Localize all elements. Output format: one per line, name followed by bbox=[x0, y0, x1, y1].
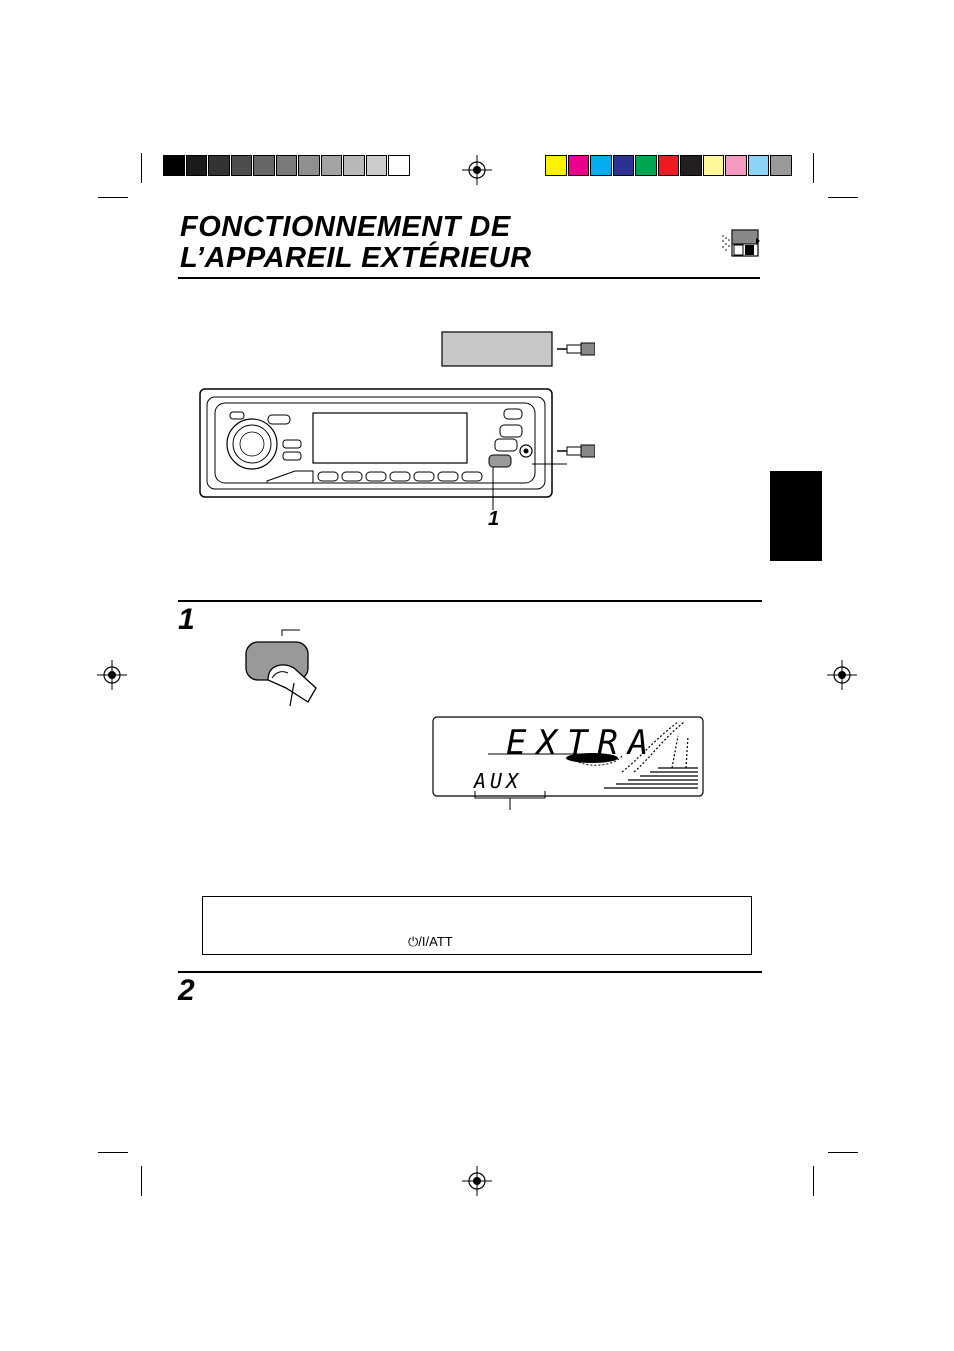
connection-diagram bbox=[199, 331, 595, 510]
display-sub-text: AUX bbox=[472, 769, 522, 793]
att-label: ⏻/I/ATT bbox=[408, 934, 453, 950]
registration-target-icon bbox=[462, 155, 492, 185]
lcd-display: EXTRA AUX bbox=[432, 716, 704, 797]
color-swatch bbox=[343, 155, 365, 176]
color-swatch bbox=[680, 155, 702, 176]
color-swatch bbox=[747, 155, 769, 176]
page-title: FONCTIONNEMENT DE L’APPAREIL EXTÉRIEUR bbox=[180, 212, 760, 274]
color-swatch bbox=[702, 155, 724, 176]
color-registration-bar bbox=[545, 155, 793, 176]
color-swatch bbox=[185, 155, 207, 176]
crop-mark bbox=[828, 197, 858, 198]
crop-mark bbox=[141, 1166, 142, 1196]
crop-mark bbox=[98, 1152, 128, 1153]
color-swatch bbox=[545, 155, 567, 176]
color-swatch bbox=[725, 155, 747, 176]
crop-mark bbox=[813, 1166, 814, 1196]
crop-mark bbox=[141, 153, 142, 183]
color-swatch bbox=[657, 155, 679, 176]
color-swatch bbox=[320, 155, 342, 176]
crop-mark bbox=[813, 153, 814, 183]
color-swatch bbox=[590, 155, 612, 176]
power-icon: ⏻ bbox=[408, 934, 419, 949]
color-swatch bbox=[612, 155, 634, 176]
step2-number: 2 bbox=[178, 974, 195, 1007]
color-swatch bbox=[275, 155, 297, 176]
note-box bbox=[202, 896, 752, 955]
step2-rule bbox=[178, 971, 762, 973]
step1-number: 1 bbox=[178, 603, 195, 636]
att-label-text: /I/ATT bbox=[418, 934, 453, 949]
level-meter bbox=[604, 721, 698, 789]
color-swatch bbox=[567, 155, 589, 176]
registration-target-icon bbox=[462, 1166, 492, 1196]
registration-target-icon bbox=[97, 660, 127, 690]
aux-button bbox=[488, 454, 512, 468]
color-swatch bbox=[770, 155, 792, 176]
finger-press-illustration bbox=[245, 629, 317, 707]
crop-mark bbox=[98, 197, 128, 198]
title-line-2: L’APPAREIL EXTÉRIEUR bbox=[180, 242, 532, 274]
color-swatch bbox=[230, 155, 252, 176]
registration-target-icon bbox=[827, 660, 857, 690]
display-window bbox=[312, 412, 468, 464]
callout-number: 1 bbox=[488, 508, 500, 530]
title-rule bbox=[178, 277, 760, 279]
title-line-1: FONCTIONNEMENT DE bbox=[180, 211, 511, 243]
aux-bracket bbox=[474, 791, 546, 810]
step1-rule bbox=[178, 600, 762, 602]
plug-bottom bbox=[557, 444, 595, 458]
external-device-icon bbox=[722, 229, 760, 257]
crop-mark bbox=[828, 1152, 858, 1153]
grayscale-registration-bar bbox=[163, 155, 411, 176]
color-swatch bbox=[635, 155, 657, 176]
plug-top bbox=[557, 342, 595, 356]
color-swatch bbox=[298, 155, 320, 176]
color-swatch bbox=[208, 155, 230, 176]
color-swatch bbox=[388, 155, 410, 176]
external-device-box bbox=[441, 331, 553, 367]
color-swatch bbox=[365, 155, 387, 176]
language-tab bbox=[770, 471, 822, 561]
color-swatch bbox=[253, 155, 275, 176]
color-swatch bbox=[163, 155, 185, 176]
